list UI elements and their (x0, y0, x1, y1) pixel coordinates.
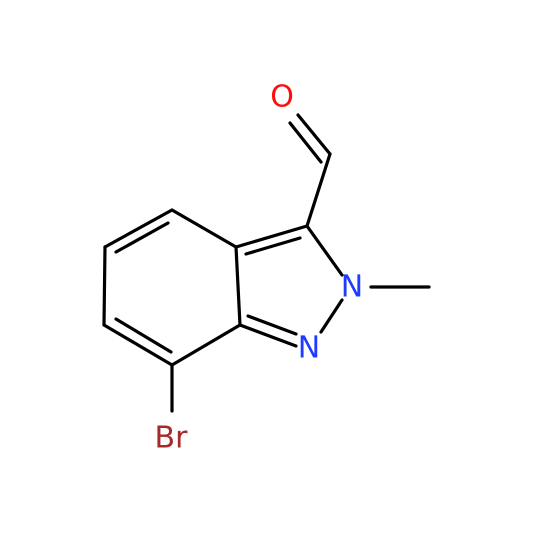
bond-c7-c7a (170, 323, 242, 367)
atom-labels: O N N Br (155, 80, 364, 456)
bond-c3a-c4 (170, 208, 238, 249)
oxygen-atom-label: O (270, 80, 294, 115)
bond-aldehyde-c-o-double-a (296, 113, 332, 156)
bond-c5-c6 (102, 245, 107, 327)
bond-n2-n1 (319, 298, 344, 334)
bond-c4-c5 (103, 208, 174, 249)
bonds (102, 113, 431, 413)
nitrogen-n2-atom-label: N (341, 270, 363, 305)
bond-c3-c3a (234, 224, 309, 249)
nitrogen-n1-atom-label: N (298, 331, 320, 366)
bond-n1-c7a (238, 323, 298, 348)
bond-c6-c7 (102, 323, 174, 367)
bond-n1-c7a-inner (246, 314, 298, 336)
bond-c3-n2 (305, 224, 344, 277)
bond-c4-c5-inner (114, 221, 170, 254)
bond-c3-c3a-inner (244, 236, 302, 256)
bond-c7a-c3a (234, 245, 242, 327)
bromine-atom-label: Br (155, 421, 189, 456)
bond-aldehyde-c-c3 (305, 152, 332, 228)
bond-aldehyde-c-o-double-b (288, 121, 323, 164)
bond-c6-c7-inner (114, 317, 173, 354)
